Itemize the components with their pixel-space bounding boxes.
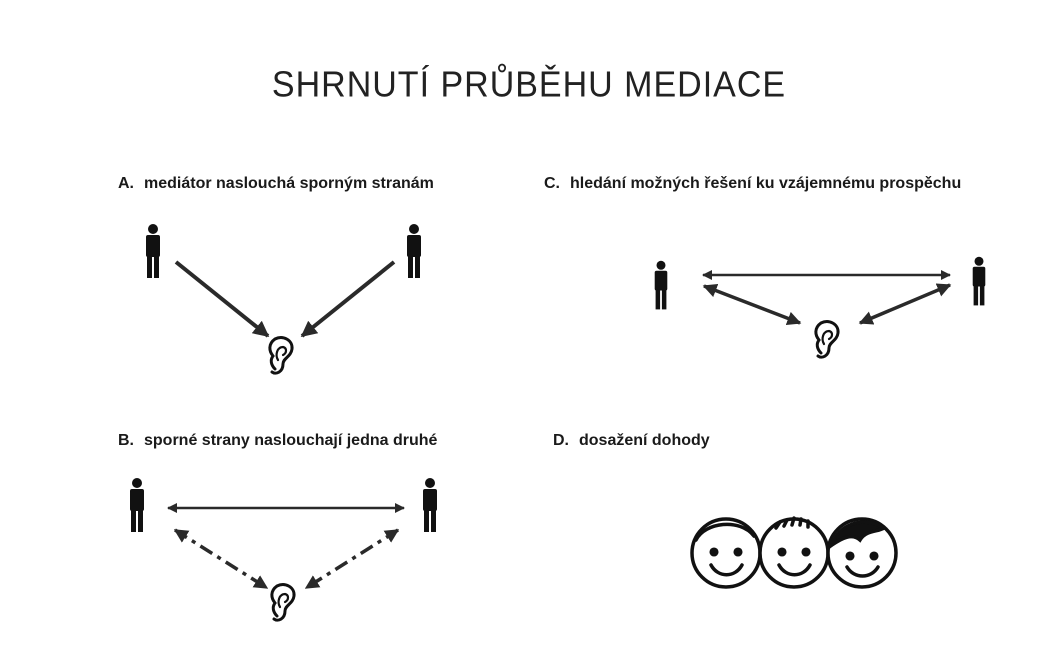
smiley-face-icon <box>690 517 762 589</box>
arrow <box>173 528 269 590</box>
arrow <box>858 283 952 325</box>
panel-c-diagram <box>654 256 986 359</box>
arrow <box>174 260 270 338</box>
arrow <box>304 528 400 590</box>
panel-d-letter: D. <box>553 432 569 449</box>
panel-a-label: A. mediátor naslouchá sporným stranám <box>118 175 434 193</box>
panel-d-diagram <box>690 516 898 589</box>
panel-b-diagram <box>130 478 437 622</box>
panel-c-text: hledání možných řešení ku vzájemnému pro… <box>570 175 962 192</box>
person-icon <box>146 224 160 278</box>
panel-d-label: D. dosažení dohody <box>553 432 710 450</box>
panel-b-text: sporné strany naslouchají jedna druhé <box>144 432 438 449</box>
smiley-face-icon <box>826 517 898 589</box>
arrow <box>702 283 802 326</box>
panel-b-letter: B. <box>118 432 134 449</box>
smiley-face-icon <box>758 516 830 589</box>
ear-icon <box>814 319 840 359</box>
person-icon <box>130 478 144 532</box>
person-icon <box>423 478 437 532</box>
ear-icon <box>270 582 296 622</box>
panel-c-label: C. hledání možných řešení ku vzájemnému p… <box>544 175 961 193</box>
panel-a-text: mediátor naslouchá sporným stranám <box>144 175 434 192</box>
panel-d-text: dosažení dohody <box>579 432 710 449</box>
person-icon <box>407 224 421 278</box>
panel-a-letter: A. <box>118 175 134 192</box>
panel-c-letter: C. <box>544 175 560 192</box>
panel-a-diagram <box>146 224 421 375</box>
person-icon <box>654 260 668 310</box>
arrow <box>300 260 396 338</box>
panel-b-label: B. sporné strany naslouchají jedna druhé <box>118 432 437 450</box>
person-icon <box>972 256 986 306</box>
page-title: SHRNUTÍ PRŮBĚHU MEDIACE <box>271 65 787 105</box>
ear-icon <box>268 335 294 375</box>
